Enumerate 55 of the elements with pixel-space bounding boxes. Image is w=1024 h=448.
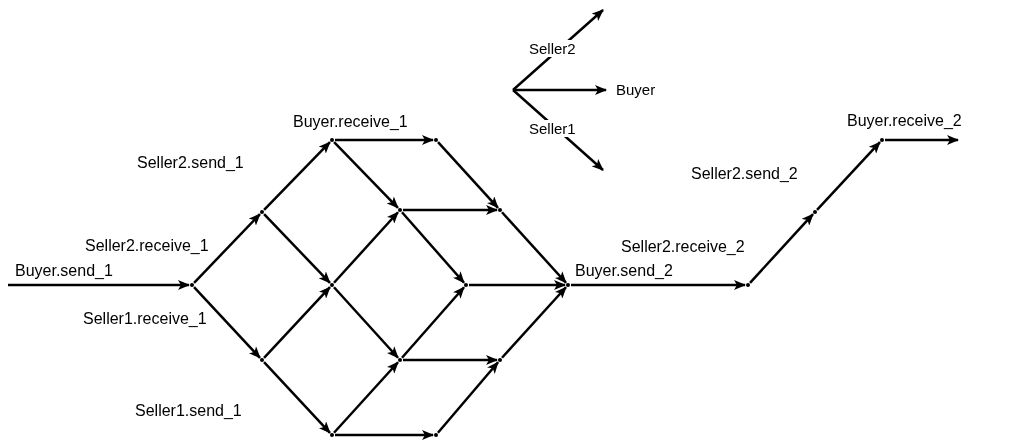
arrow <box>263 286 331 359</box>
junction-dot <box>398 358 402 362</box>
edge-label: Seller2.receive_1 <box>84 237 210 255</box>
arrow <box>333 361 399 434</box>
arrow <box>263 141 331 211</box>
edge-label: Buyer.receive_1 <box>292 113 409 131</box>
legend-label: Seller1 <box>527 120 578 137</box>
arrow <box>333 141 399 209</box>
arrow <box>437 361 499 434</box>
junction-dot <box>190 283 194 287</box>
junction-dot <box>260 210 264 214</box>
junction-dot <box>434 138 438 142</box>
junction-dot <box>813 210 817 214</box>
edge-label: Seller2.send_1 <box>136 154 245 172</box>
arrow <box>403 355 498 365</box>
arrow <box>816 141 881 211</box>
arrow <box>193 213 261 284</box>
arrow <box>501 211 567 284</box>
junction-dot <box>398 208 402 212</box>
legend-label: Seller2 <box>527 40 578 57</box>
arrow <box>8 280 190 290</box>
junction-dot <box>330 433 334 437</box>
junction-dot <box>746 283 750 287</box>
junction-dot <box>434 433 438 437</box>
junction-dot <box>880 138 884 142</box>
arrow <box>571 280 746 290</box>
arrow <box>335 430 434 440</box>
arrow <box>885 135 959 145</box>
junction-dot <box>498 358 502 362</box>
arrow <box>749 213 814 284</box>
arrow <box>501 286 567 359</box>
arrow <box>469 280 566 290</box>
edge-label: Seller2.receive_2 <box>620 238 746 256</box>
edge-label: Buyer.send_1 <box>14 262 114 280</box>
arrow <box>193 286 261 359</box>
edge-label: Seller1.receive_1 <box>82 310 208 328</box>
junction-dot <box>566 283 570 287</box>
junction-dot <box>464 283 468 287</box>
arrow <box>335 135 434 145</box>
arrow <box>333 211 399 284</box>
edge-label: Buyer.receive_2 <box>846 112 963 130</box>
arrow <box>403 205 498 215</box>
junction-dot <box>330 283 334 287</box>
arrow <box>401 286 465 359</box>
edge-label: Seller2.send_2 <box>690 165 799 183</box>
edge-label: Seller1.send_1 <box>134 402 243 420</box>
arrow <box>263 361 331 434</box>
arrow <box>263 213 331 284</box>
edge-label: Buyer.send_2 <box>574 262 674 280</box>
arrow <box>401 211 465 284</box>
arrow <box>333 286 399 359</box>
junction-dot <box>498 208 502 212</box>
arrow <box>437 141 499 209</box>
junction-dot <box>260 358 264 362</box>
junction-dot <box>330 138 334 142</box>
